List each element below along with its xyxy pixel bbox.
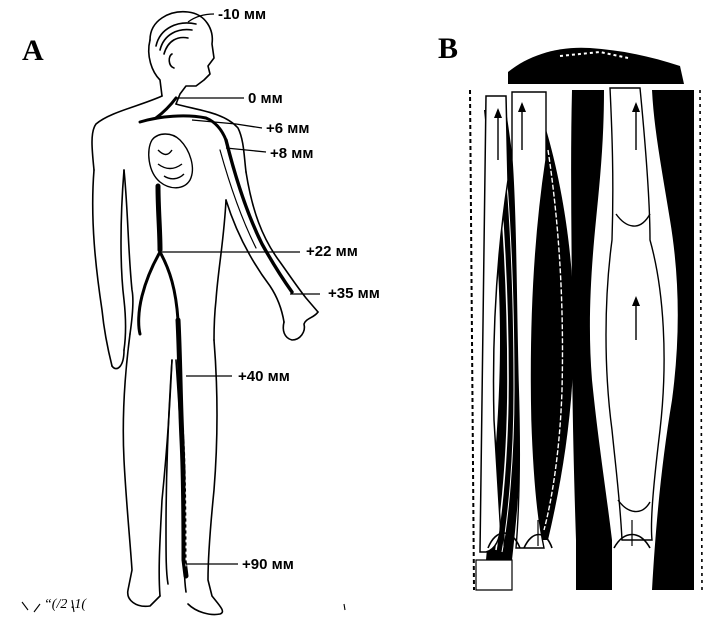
pressure-label-heart-top: +6 мм (266, 121, 309, 136)
heart-detail-2 (158, 164, 182, 169)
pressure-label-neck: 0 мм (248, 91, 283, 106)
torso-right-side (214, 200, 226, 340)
panel-a-letter: A (22, 36, 44, 66)
right-arm-outer (246, 172, 318, 312)
heart (149, 134, 193, 188)
pressure-label-knee: +40 мм (238, 369, 290, 384)
left-arm-outer (93, 170, 112, 366)
brain-stripe-3 (164, 38, 188, 54)
left-iliac-vessel (139, 252, 160, 334)
bottom-dip-fill (576, 560, 612, 590)
leader-head (188, 14, 214, 22)
human-figure (92, 12, 318, 615)
right-shoulder (176, 104, 246, 172)
heart-outline (149, 134, 193, 188)
brain-stripe-2 (160, 30, 192, 50)
right-leg-outer (188, 340, 222, 615)
leader-upper-arm (226, 148, 266, 152)
heart-detail-1 (158, 150, 172, 155)
right-iliac-vessel (160, 252, 178, 320)
leg-vessel (178, 320, 186, 576)
ear (169, 54, 174, 68)
left-arm-inner (121, 170, 126, 350)
pressure-label-head: -10 мм (218, 7, 266, 22)
heart-detail-3 (164, 174, 184, 179)
pressure-label-hand: +35 мм (328, 286, 380, 301)
pressure-label-upper-arm: +8 мм (270, 146, 313, 161)
pressure-label-ankle: +90 мм (242, 557, 294, 572)
vein-panel (468, 48, 704, 592)
caption-fragment: “(/2 .1( (44, 598, 86, 612)
left-hand (112, 350, 124, 369)
vena-cava (158, 186, 160, 250)
leader-heart-top (192, 120, 262, 128)
right-hand (283, 312, 318, 340)
subclavian-vessel (140, 116, 226, 140)
left-leg-outer (123, 334, 160, 606)
panel-b-letter: B (438, 34, 458, 64)
pressure-label-abdomen: +22 мм (306, 244, 358, 259)
left-shoulder (92, 96, 162, 170)
head-outline (150, 12, 214, 104)
right-arm-inner (226, 200, 284, 322)
inner-legs (166, 360, 172, 584)
bottom-dip-left (476, 560, 512, 590)
